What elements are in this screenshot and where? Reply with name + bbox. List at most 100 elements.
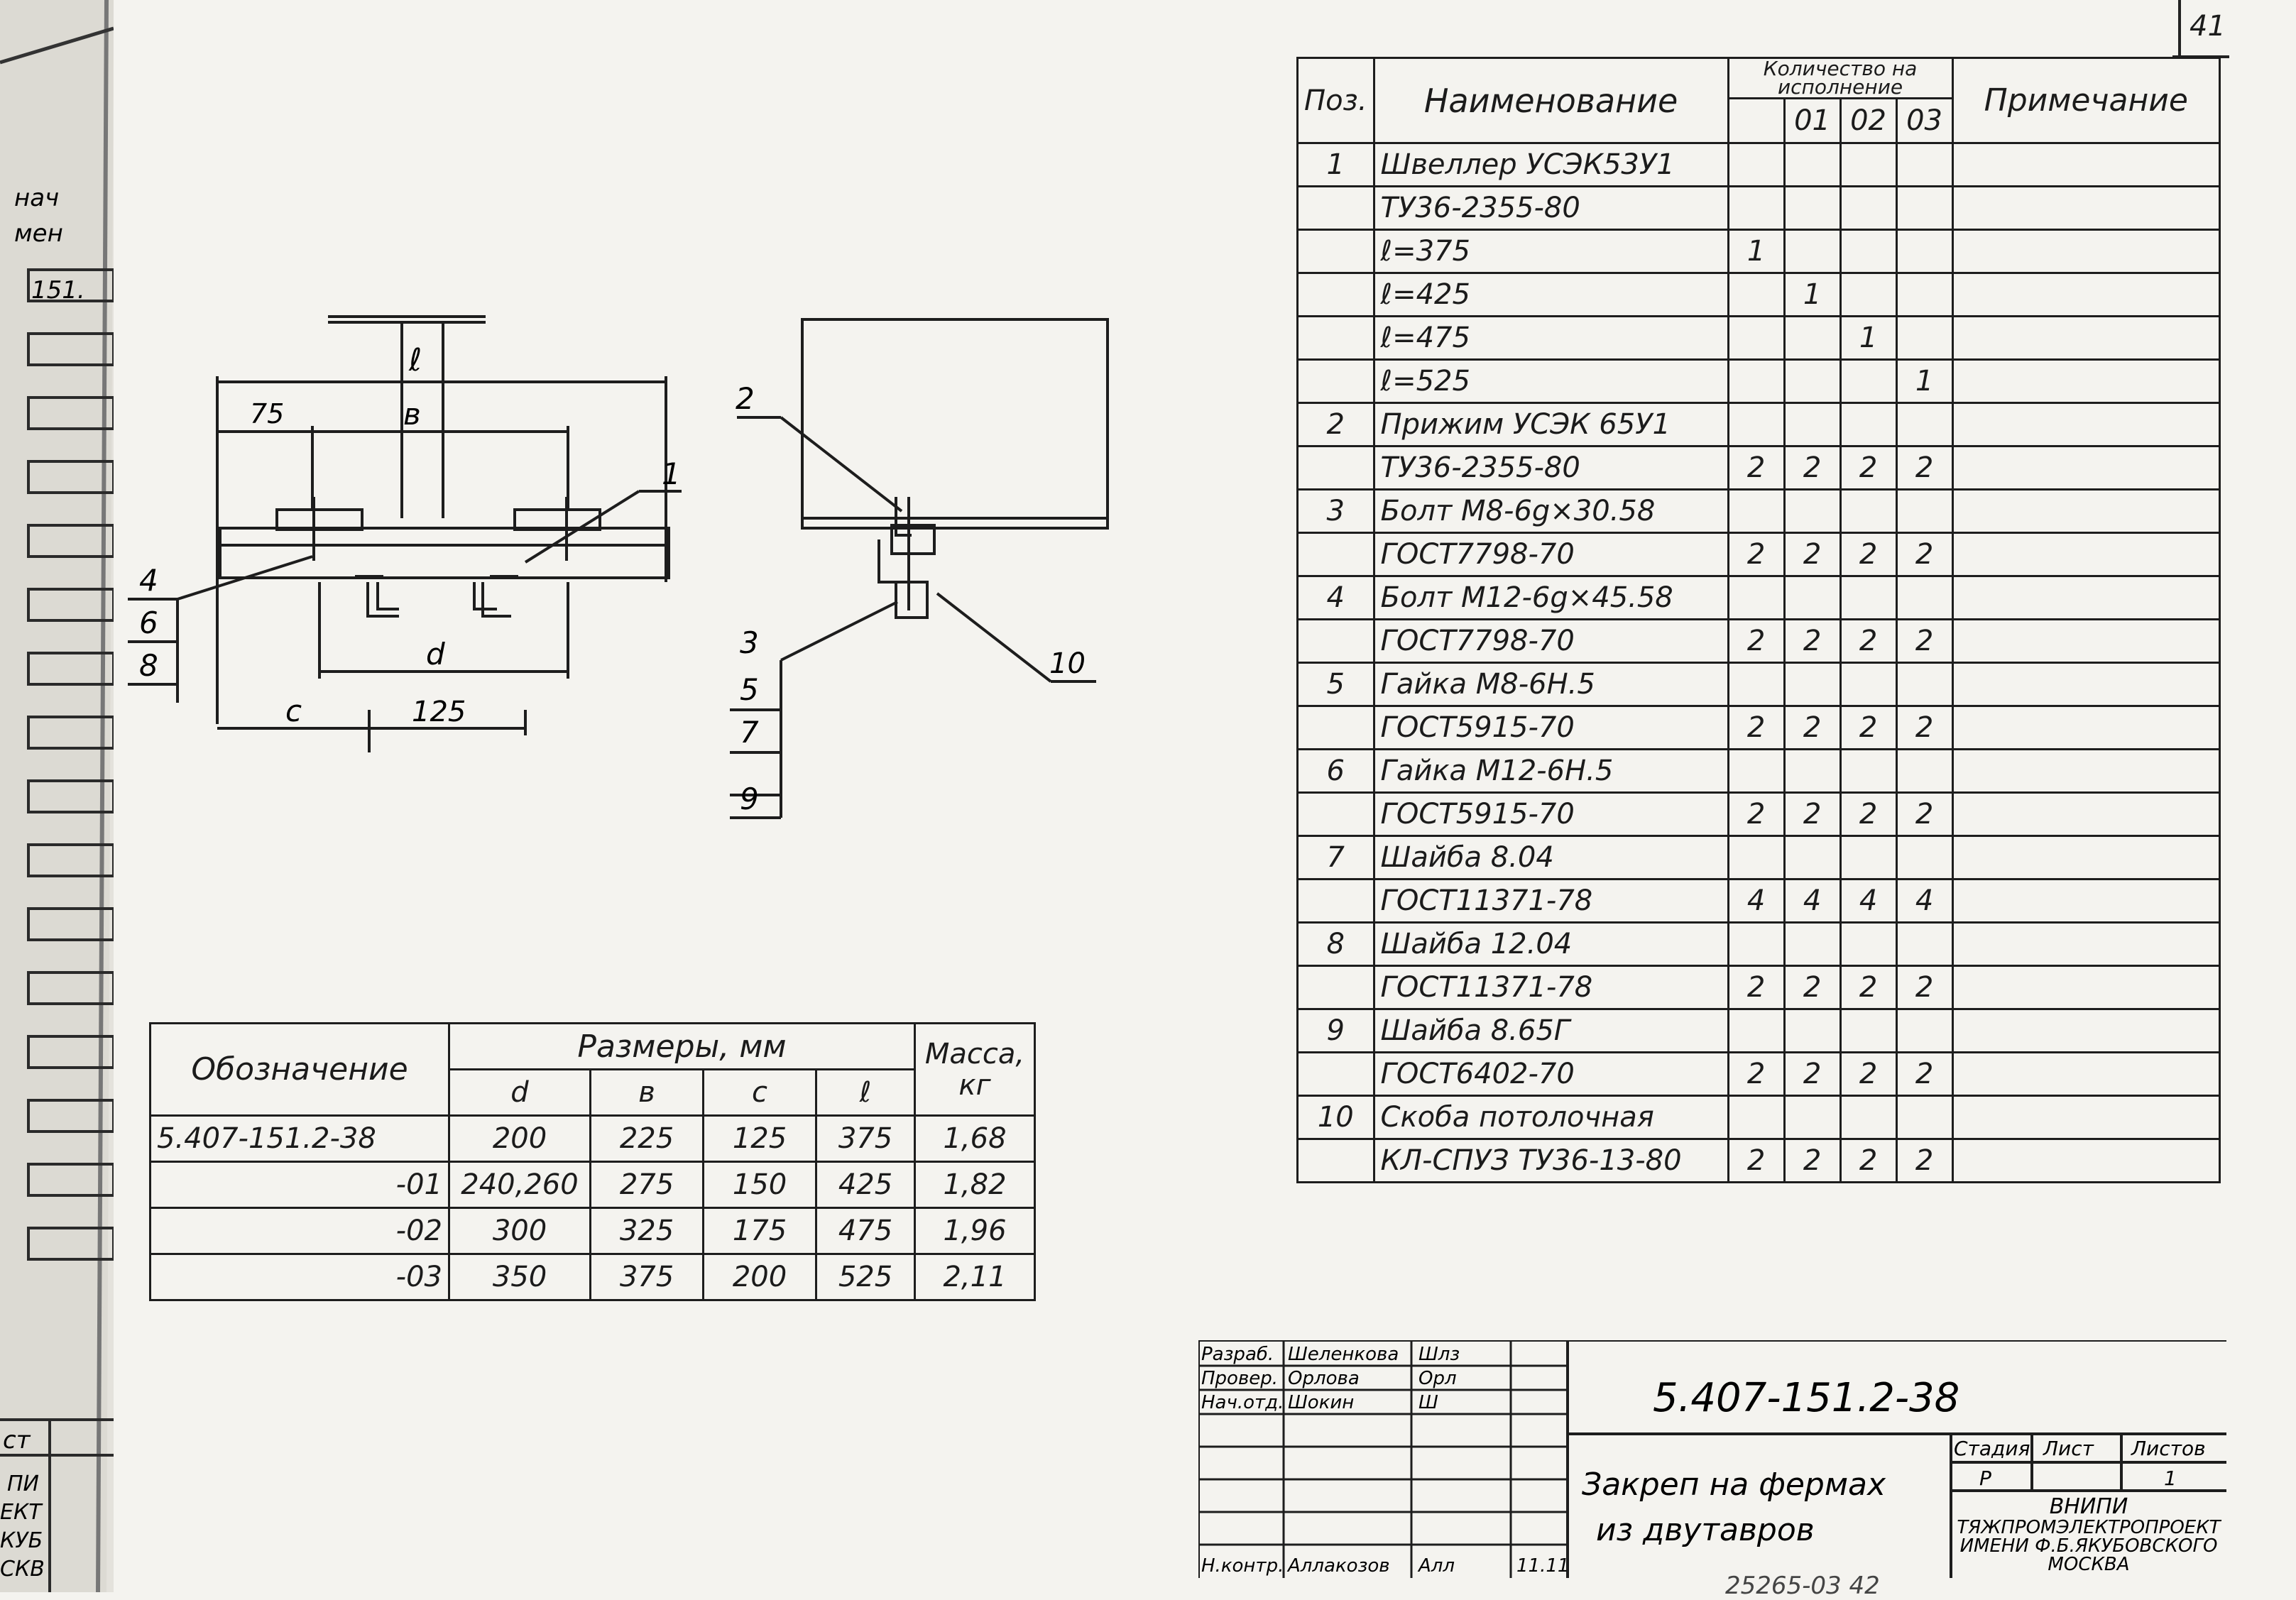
spec-cell-pos [1296,445,1375,491]
spec-cell-pos [1296,185,1375,231]
spec-cell-pos [1296,965,1375,1010]
spec-cell-qty: 4 [1895,878,1954,924]
spec-header-qty: Количество на исполнение [1727,57,1954,99]
dims-cell-mass: 1,68 [914,1114,1036,1163]
spec-cell-qty [1783,142,1842,187]
spec-cell-note [1951,1008,2221,1053]
callout-3: 3 [740,625,759,660]
spec-cell-qty [1727,1095,1786,1140]
spec-cell-qty: 2 [1727,1051,1786,1097]
spec-cell-qty: 4 [1783,878,1842,924]
spec-cell-note [1951,705,2221,750]
binding-text-2: мен [14,219,63,248]
spec-cell-qty: 1 [1839,315,1898,361]
spec-cell-qty [1895,272,1954,317]
callout-7: 7 [740,715,759,750]
spec-cell-pos [1296,272,1375,317]
dims-cell-designation: -03 [149,1253,450,1301]
spec-cell-pos: 1 [1296,142,1375,187]
dims-cell-designation: -02 [149,1207,450,1255]
tb-name-1: Шеленкова [1288,1344,1399,1365]
dims-cell-c: 175 [702,1207,817,1255]
dims-cell-b: 375 [589,1253,704,1301]
spec-header-pos: Поз. [1296,57,1375,144]
dims-cell-b: 325 [589,1207,704,1255]
spec-row: ТУ36-2355-80 [1296,185,2221,231]
spec-cell-qty: 2 [1895,532,1954,577]
spec-cell-qty: 2 [1727,791,1786,837]
spec-cell-note [1951,488,2221,534]
spec-cell-note [1951,445,2221,491]
binding-text-7: КУБ [0,1528,43,1553]
dims-header-b: в [589,1068,704,1117]
spec-cell-qty [1727,272,1786,317]
spec-cell-note [1951,229,2221,274]
tb-sheet-label: Лист [2043,1437,2094,1460]
spec-cell-pos: 7 [1296,835,1375,880]
spec-cell-qty [1783,662,1842,707]
spec-cell-name: ℓ=525 [1372,358,1729,404]
spec-cell-qty [1839,488,1898,534]
spec-cell-name: ℓ=425 [1372,272,1729,317]
spec-cell-pos: 8 [1296,921,1375,967]
spec-cell-note [1951,965,2221,1010]
binding-text-8: СКВ [0,1557,45,1582]
spec-cell-qty [1839,185,1898,231]
spec-cell-qty [1727,315,1786,361]
spec-cell-note [1951,791,2221,837]
spec-cell-qty: 2 [1727,532,1786,577]
spec-cell-qty: 2 [1839,445,1898,491]
spec-cell-qty: 2 [1783,532,1842,577]
side-view-beam [801,318,1109,530]
spec-cell-pos [1296,878,1375,924]
dims-header-designation: Обозначение [149,1022,450,1117]
spec-cell-note [1951,835,2221,880]
binding-text-3: 151. [31,276,85,305]
dims-cell-mass: 1,96 [914,1207,1036,1255]
spec-header-variant-base [1727,97,1786,144]
tb-org-line4: МОСКВА [2048,1554,2129,1575]
spec-cell-qty: 2 [1895,705,1954,750]
spec-cell-name: Болт М8-6g×30.58 [1372,488,1729,534]
spec-cell-note [1951,315,2221,361]
dim-label-125: 125 [412,696,466,728]
spec-cell-qty: 2 [1783,1051,1842,1097]
spec-cell-name: ГОСТ7798-70 [1372,532,1729,577]
spec-cell-note [1951,1095,2221,1140]
bracket-left [366,582,399,618]
tb-stage-value: Р [1979,1467,1991,1490]
sheet-corner-hline [2172,55,2229,58]
spec-cell-pos [1296,1138,1375,1183]
clamp-right [513,508,601,531]
dims-header-l: ℓ [815,1068,916,1117]
spec-cell-qty: 2 [1783,1138,1842,1183]
spec-cell-pos [1296,618,1375,664]
dims-cell-b: 275 [589,1161,704,1209]
spec-cell-qty [1839,229,1898,274]
dims-header-mass: Масса, кг [914,1022,1036,1117]
callout-1: 1 [662,456,681,491]
bracket-right [481,582,511,618]
binding-text-1: нач [14,184,59,212]
spec-cell-qty: 1 [1783,272,1842,317]
spec-cell-qty: 1 [1727,229,1786,274]
sheet-corner-lines [2178,0,2181,57]
dims-cell-l: 375 [815,1114,916,1163]
spec-cell-note [1951,662,2221,707]
spec-cell-qty [1727,575,1786,620]
spec-cell-qty [1783,185,1842,231]
dims-cell-designation: -01 [149,1161,450,1209]
dim-label-75: 75 [250,398,284,429]
page-binding-strip: нач мен 151. ст ПИ ЕКТ КУБ СКВ [0,0,115,1593]
tb-signature-3: Ш [1418,1392,1438,1413]
